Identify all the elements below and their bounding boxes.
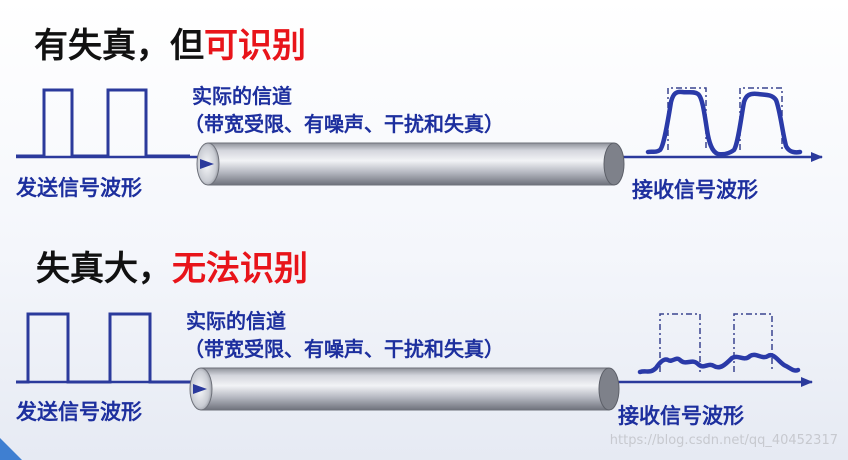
row2-received-waveform bbox=[637, 352, 801, 375]
row1-send-label: 发送信号波形 bbox=[16, 176, 142, 200]
row1-channel-sublabel: （带宽受限、有噪声、干扰和失真） bbox=[184, 112, 504, 136]
corner-decoration bbox=[0, 438, 22, 460]
row2-receive-label: 接收信号波形 bbox=[618, 404, 744, 428]
row1-channel-entry-arrow bbox=[200, 159, 214, 169]
row2-channel-label: 实际的信道 bbox=[186, 309, 286, 333]
row1-title: 有失真，但可识别 bbox=[34, 29, 306, 63]
row1-channel-pipe bbox=[207, 142, 615, 186]
row1-channel-pipe-end bbox=[603, 142, 625, 186]
row2-title-prefix: 失真大， bbox=[36, 249, 172, 289]
row2-title: 失真大，无法识别 bbox=[36, 252, 308, 286]
row2-ideal-pulse-outline bbox=[659, 313, 773, 372]
row1-ideal-pulse-outline bbox=[667, 87, 783, 150]
row2-sent-waveform bbox=[16, 312, 192, 384]
row2-title-highlight: 无法识别 bbox=[172, 249, 308, 289]
row2-channel-sublabel: （带宽受限、有噪声、干扰和失真） bbox=[184, 337, 504, 361]
row1-title-prefix: 有失真，但 bbox=[34, 26, 204, 66]
row1-sent-waveform bbox=[16, 88, 190, 158]
watermark: https://blog.csdn.net/qq_40452317 bbox=[609, 433, 838, 448]
row2-channel-pipe-end bbox=[598, 367, 620, 411]
row2-channel-entry-arrow bbox=[193, 384, 207, 394]
row1-channel-label: 实际的信道 bbox=[192, 84, 292, 108]
row1-receive-label: 接收信号波形 bbox=[632, 178, 758, 202]
row1-received-waveform bbox=[645, 89, 803, 157]
row2-send-label: 发送信号波形 bbox=[16, 400, 142, 424]
row1-title-highlight: 可识别 bbox=[204, 26, 306, 66]
row2-channel-pipe bbox=[200, 367, 610, 411]
